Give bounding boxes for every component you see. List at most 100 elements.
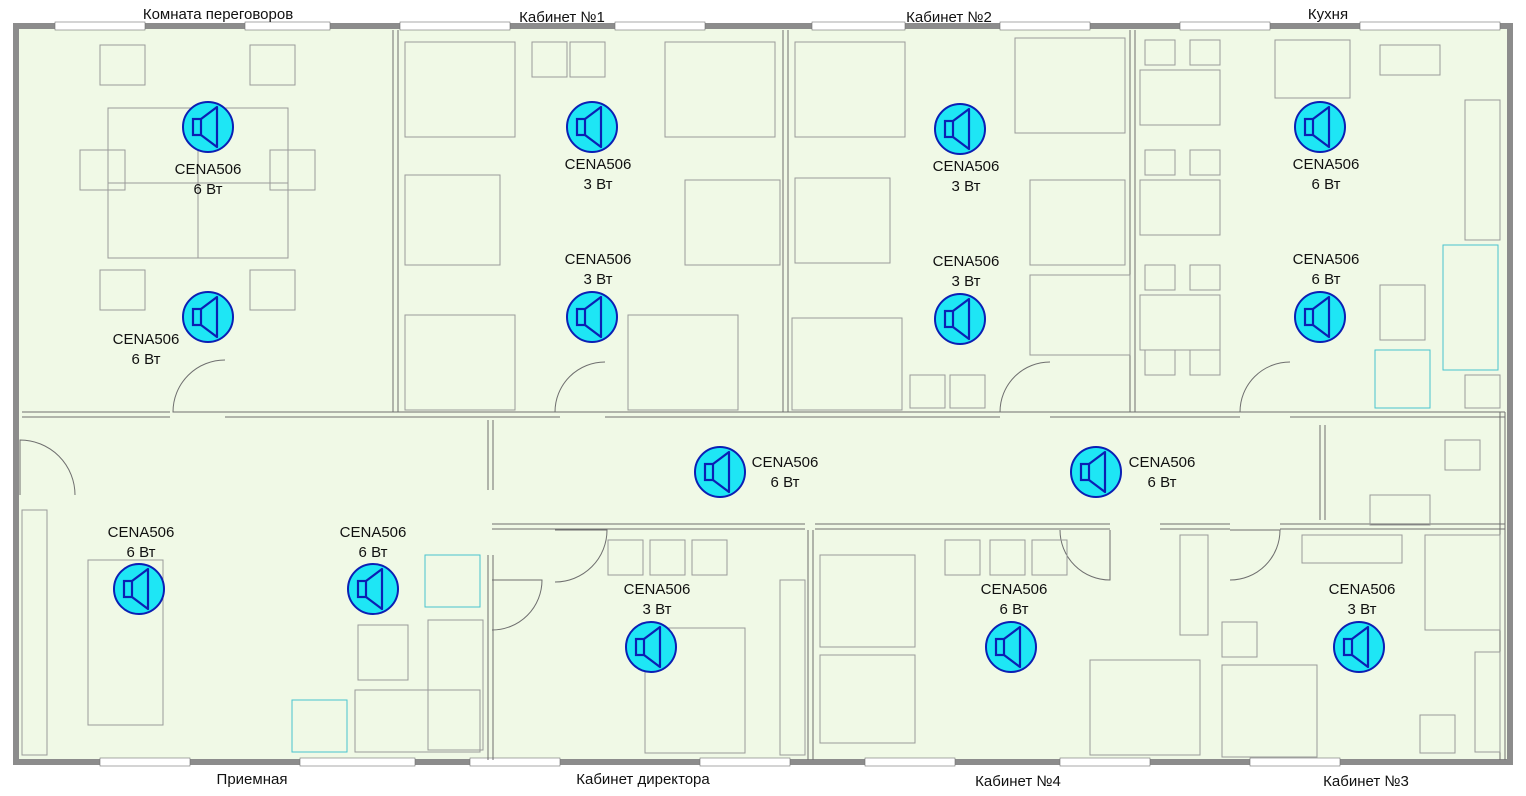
furniture [1221, 621, 1258, 658]
furniture [1139, 69, 1221, 126]
speaker-icon [182, 291, 234, 343]
window [244, 21, 331, 31]
window [1059, 757, 1151, 767]
door [1239, 361, 1291, 413]
furniture [99, 44, 146, 86]
furniture [531, 41, 568, 78]
speaker-icon [985, 621, 1037, 673]
furniture [1144, 39, 1176, 66]
furniture [1139, 294, 1221, 351]
furniture [779, 579, 806, 756]
window [469, 757, 561, 767]
furniture [1474, 651, 1501, 753]
speaker-icon [694, 446, 746, 498]
furniture [819, 554, 916, 648]
furniture [249, 269, 296, 311]
armchair [1374, 349, 1431, 409]
speaker-icon [566, 101, 618, 153]
furniture [1144, 264, 1176, 291]
furniture [649, 539, 686, 576]
furniture [404, 314, 516, 411]
sofa [1442, 244, 1499, 371]
window [1359, 21, 1501, 31]
speaker-icon [1333, 621, 1385, 673]
window [1179, 21, 1271, 31]
furniture [1029, 274, 1131, 356]
speaker-icon [182, 101, 234, 153]
window [1249, 757, 1341, 767]
armchair [424, 554, 481, 608]
room-label-office-4: Кабинет №4 [975, 773, 1061, 790]
furniture [1144, 349, 1176, 376]
furniture [569, 41, 606, 78]
speaker-icon [566, 291, 618, 343]
furniture [1379, 44, 1441, 76]
armchair [291, 699, 348, 753]
window [399, 21, 511, 31]
furniture [1444, 439, 1481, 471]
room-label-kitchen: Кухня [1307, 6, 1349, 23]
furniture [21, 509, 48, 756]
room-label-office-2: Кабинет №2 [906, 9, 992, 26]
furniture [1424, 534, 1501, 631]
window [864, 757, 956, 767]
window [99, 757, 191, 767]
furniture [354, 689, 481, 753]
door [172, 359, 226, 413]
furniture [684, 179, 781, 266]
room-label-meeting: Комната переговоров [142, 6, 294, 23]
door [554, 529, 608, 583]
door [554, 361, 606, 413]
furniture [1464, 374, 1501, 409]
furniture [87, 559, 164, 726]
furniture [1464, 99, 1501, 241]
furniture [79, 149, 126, 191]
door [999, 361, 1051, 413]
speaker-icon [113, 563, 165, 615]
window [614, 21, 706, 31]
furniture [1369, 494, 1431, 526]
furniture [794, 177, 891, 264]
furniture [819, 654, 916, 744]
speaker-icon [347, 563, 399, 615]
furniture [249, 44, 296, 86]
furniture [1144, 149, 1176, 176]
door [491, 579, 543, 631]
window [699, 757, 791, 767]
furniture [357, 624, 409, 681]
furniture [1189, 264, 1221, 291]
furniture [99, 269, 146, 311]
speaker-icon [1070, 446, 1122, 498]
door [1229, 529, 1281, 581]
room-label-director: Кабинет директора [576, 771, 710, 788]
room-label-office-1: Кабинет №1 [519, 9, 605, 26]
speaker-icon [1294, 101, 1346, 153]
furniture [404, 41, 516, 138]
furniture [664, 41, 776, 138]
speaker-icon [934, 103, 986, 155]
furniture [1029, 179, 1126, 266]
furniture [1301, 534, 1403, 564]
furniture [1221, 664, 1318, 758]
furniture [1189, 39, 1221, 66]
room-label-office-3: Кабинет №3 [1323, 773, 1409, 790]
window [811, 21, 906, 31]
furniture [644, 627, 746, 754]
furniture [1031, 539, 1068, 576]
furniture [269, 149, 316, 191]
